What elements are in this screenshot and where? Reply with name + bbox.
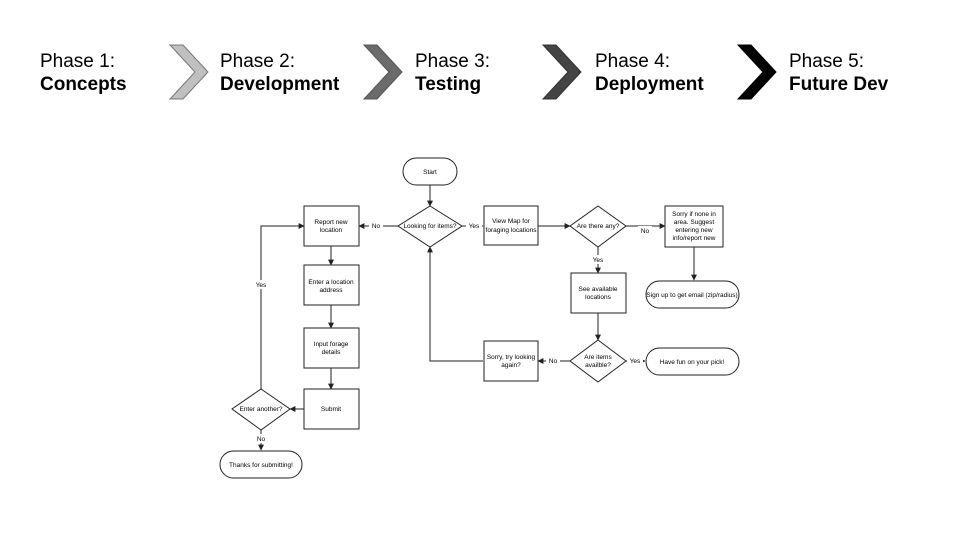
phase-3-number: Phase 3: [415,51,490,72]
node-submit [303,388,360,430]
label-sorry-none-3: entering new [675,227,713,234]
label-are-there-any: Are there any? [577,223,620,230]
label-sorry-try-2: again? [501,362,521,369]
node-are-there-any [569,205,627,248]
label-start: Start [423,169,437,176]
phase-3: Phase 3: Testing [415,50,490,96]
label-sorry-none-2: area. Suggest [674,219,715,226]
label-view-map-1: View Map for [492,218,531,225]
node-see-available [570,272,627,314]
node-report-new [303,205,360,247]
node-enter-another [231,388,291,431]
edge-label-another-no: No [257,436,266,443]
chevron-3 [541,44,582,100]
phase-5-number: Phase 5: [789,51,864,72]
phase-4-number: Phase 4: [595,51,670,72]
label-see-available-2: locations [585,294,611,301]
label-enter-another: Enter another? [239,406,282,413]
edge-label-items-yes: Yes [630,358,641,365]
label-input-details-1: Input forage [314,341,349,348]
label-items-available-1: Are items [584,354,612,361]
label-sorry-none-4: info/report new [673,235,716,242]
edge-label-arethere-yes: Yes [593,257,604,264]
label-sorry-none-1: Sorry if none in [672,211,716,218]
chevron-4 [736,44,777,100]
label-items-available-2: availble? [585,362,611,369]
node-sorry-none [664,205,724,248]
label-enter-address-1: Enter a location [308,279,354,286]
label-enter-address-2: address [319,287,343,294]
edge-label-looking-no: No [372,223,381,230]
node-signup [645,280,740,309]
label-report-new-2: location [320,227,343,234]
phase-4: Phase 4: Deployment [595,50,704,96]
label-submit: Submit [321,406,341,413]
edge-label-items-no: No [549,358,558,365]
node-looking [397,205,463,248]
label-see-available-1: See available [578,286,617,293]
chevron-1 [168,44,209,100]
phase-4-name: Deployment [595,74,704,95]
node-have-fun [645,347,740,376]
node-input-details [303,327,360,369]
label-looking: Looking for items? [403,223,456,230]
edge-label-looking-yes: Yes [469,223,480,230]
node-start [402,157,458,186]
label-view-map-2: foraging locations [486,227,538,234]
phase-2-name: Development [220,74,340,95]
edge-label-another-yes: Yes [256,282,267,289]
node-items-available [569,339,627,383]
phase-2: Phase 2: Development [220,50,339,96]
node-enter-address [303,264,360,306]
label-thanks: Thanks for submitting! [229,462,293,469]
phase-1-name: Concepts [40,74,127,95]
node-sorry-try [483,340,539,382]
label-have-fun: Have fun on your pick! [660,359,725,366]
phase-5: Phase 5: Future Dev [789,50,888,96]
edge-another-report [260,223,305,389]
node-thanks [219,450,303,479]
label-sorry-try-1: Sorry, try looking [487,354,536,361]
phase-3-name: Testing [415,74,482,95]
phase-5-name: Future Dev [789,74,889,95]
label-report-new-1: Report new [314,219,348,226]
node-view-map [483,205,539,246]
edge-label-arethere-no: No [641,228,650,235]
label-signup: Sign up to get email (zip/radius) [646,292,737,299]
phase-2-number: Phase 2: [220,51,295,72]
label-input-details-2: details [322,349,342,356]
edge-sorrytry-looking [427,246,483,362]
phase-1-number: Phase 1: [40,51,115,72]
phase-1: Phase 1: Concepts [40,50,127,96]
chevron-2 [362,44,403,100]
